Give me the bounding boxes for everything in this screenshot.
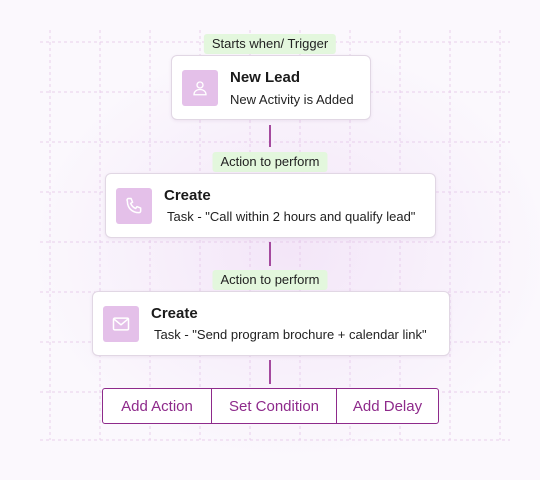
action-title: Create [151,305,198,322]
action-tag: Action to perform [212,152,328,172]
trigger-title: New Lead [230,69,301,86]
trigger-card[interactable]: New Lead New Activity is Added [171,55,371,120]
action-subtitle: Task - "Call within 2 hours and qualify … [167,209,416,224]
action-subtitle: Task - "Send program brochure + calendar… [154,327,427,342]
connector-line [269,360,271,384]
person-icon [182,70,218,106]
add-action-button[interactable]: Add Action [121,397,193,415]
action-tag: Action to perform [212,270,328,290]
phone-icon [116,188,152,224]
add-delay-button[interactable]: Add Delay [336,389,438,423]
trigger-subtitle: New Activity is Added [230,92,354,107]
mail-icon [103,306,139,342]
action-title: Create [164,187,211,204]
connector-line [269,242,271,266]
action-button-group: Add Action Set Condition Add Delay [102,388,439,424]
trigger-tag: Starts when/ Trigger [203,34,337,54]
action-card-call[interactable]: Create Task - "Call within 2 hours and q… [105,173,436,238]
set-condition-button[interactable]: Set Condition [211,389,336,423]
connector-line [269,125,271,147]
action-card-email[interactable]: Create Task - "Send program brochure + c… [92,291,450,356]
